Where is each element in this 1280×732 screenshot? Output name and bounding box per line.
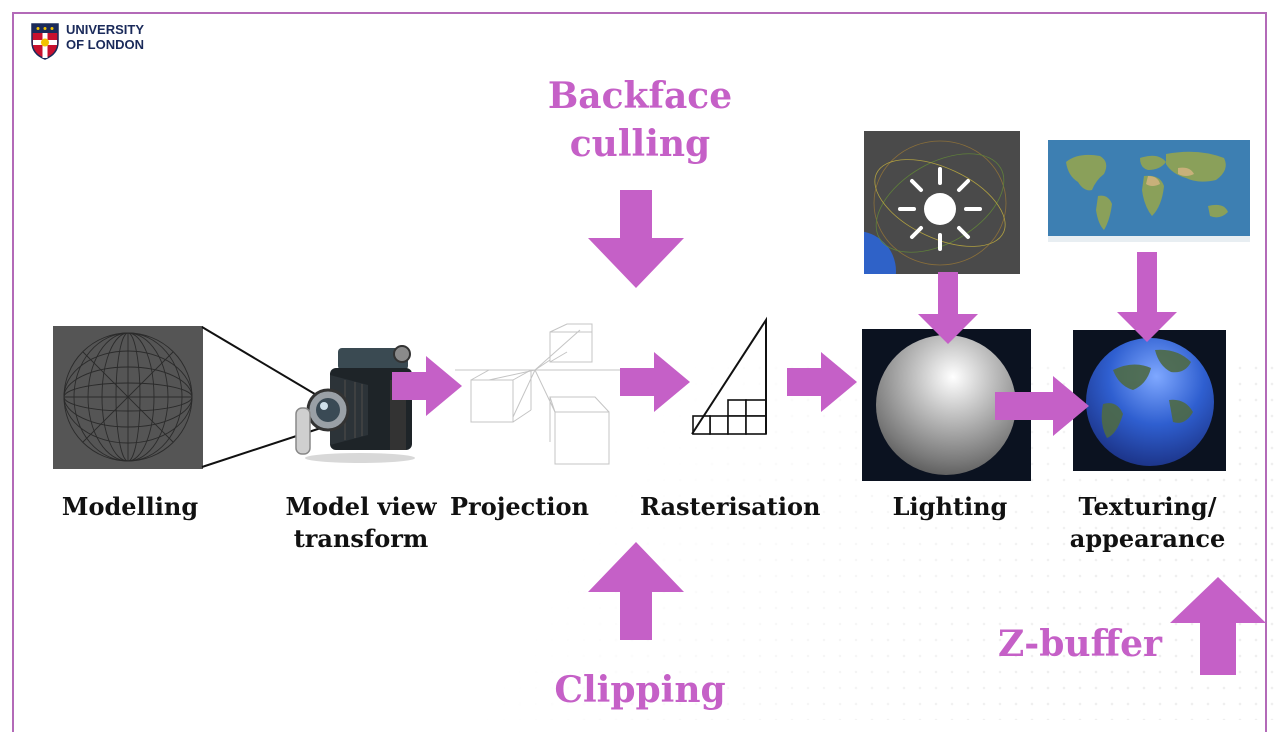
raster-triangle-image bbox=[690, 316, 770, 440]
perspective-boxes-image bbox=[455, 322, 630, 470]
label-model-view-line1: Model view bbox=[285, 492, 437, 521]
zbuffer-label: Z-buffer bbox=[998, 623, 1162, 665]
arrow-down-lighting bbox=[918, 272, 978, 344]
arrow-right-3 bbox=[787, 352, 857, 412]
world-map-icon bbox=[1048, 140, 1250, 242]
clipping-label: Clipping bbox=[554, 669, 726, 711]
arrow-up-zbuffer bbox=[1170, 577, 1266, 675]
backface-line2: culling bbox=[569, 123, 711, 165]
backface-line1: Backface bbox=[547, 75, 733, 117]
sun-image bbox=[864, 131, 1020, 274]
label-lighting: Lighting bbox=[892, 492, 1008, 521]
label-model-view-transform: Model view transform bbox=[272, 491, 450, 555]
label-texturing-appearance: Texturing/ appearance bbox=[1060, 491, 1235, 555]
wireframe-sphere-icon bbox=[53, 326, 203, 469]
perspective-boxes-icon bbox=[455, 323, 630, 465]
textured-globe-image bbox=[1073, 330, 1226, 471]
label-rasterisation: Rasterisation bbox=[640, 492, 821, 521]
label-model-view-line2: transform bbox=[293, 524, 429, 553]
arrow-down-backface bbox=[588, 190, 684, 288]
university-logo: UNIVERSITY OF LONDON bbox=[30, 22, 144, 60]
world-map-image bbox=[1048, 140, 1250, 242]
arrow-down-texturing bbox=[1117, 252, 1177, 342]
backface-culling-label: Backface culling bbox=[530, 72, 750, 168]
label-projection: Projection bbox=[450, 492, 589, 521]
university-crest-icon bbox=[31, 23, 59, 60]
label-modelling: Modelling bbox=[61, 492, 199, 521]
raster-triangle-icon bbox=[691, 316, 767, 435]
vintage-camera-image bbox=[290, 340, 420, 465]
label-texturing-line2: appearance bbox=[1069, 524, 1226, 553]
vintage-camera-icon bbox=[295, 345, 415, 463]
sun-icon bbox=[864, 131, 1020, 274]
logo-line-2: OF LONDON bbox=[66, 37, 144, 52]
arrow-up-clipping bbox=[588, 542, 684, 640]
arrow-right-4 bbox=[995, 376, 1089, 436]
logo-line-1: UNIVERSITY bbox=[66, 22, 145, 37]
arrow-right-2 bbox=[620, 352, 690, 412]
wireframe-sphere-image bbox=[53, 326, 203, 469]
arrow-right-1 bbox=[392, 356, 462, 416]
label-texturing-line1: Texturing/ bbox=[1078, 492, 1217, 521]
textured-globe-icon bbox=[1073, 330, 1226, 471]
